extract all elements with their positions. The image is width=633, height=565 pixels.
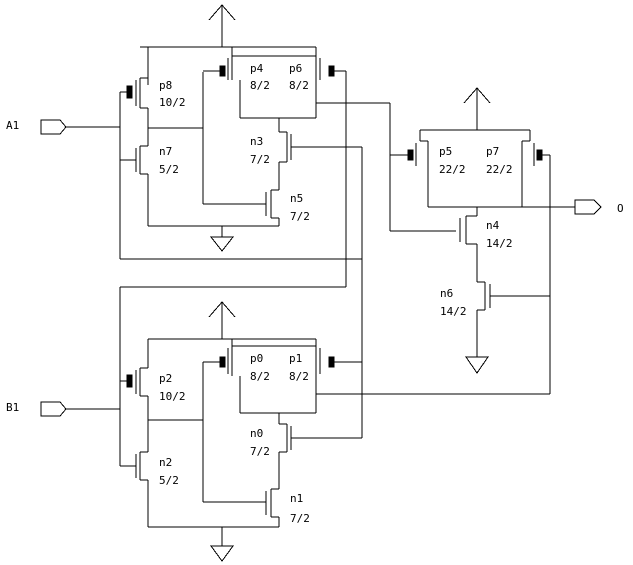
- transistor-n5: [203, 184, 280, 226]
- pin-label-o: O: [617, 202, 624, 215]
- label-p7-name: p7: [486, 145, 499, 158]
- label-p8-name: p8: [159, 79, 172, 92]
- vdd-arrow-icon: [463, 87, 491, 130]
- vdd-arrow-icon: [208, 4, 236, 47]
- label-n3-name: n3: [250, 135, 263, 148]
- label-n6-name: n6: [440, 287, 453, 300]
- label-p0-name: p0: [250, 352, 263, 365]
- transistor-n0: [278, 413, 362, 481]
- label-n4-size: 14/2: [486, 237, 513, 250]
- input-pin-a1: [40, 119, 67, 135]
- output-stage: O p5 22/2 p7 22/2 n4 14/2 n6 14/2: [390, 87, 624, 394]
- label-n0-size: 7/2: [250, 445, 270, 458]
- ground-icon: [465, 356, 489, 374]
- gate-a1: A1 p8 10/2 n7 5/2 p4 8/2 p6 8/2 n3 7/2 n…: [6, 4, 456, 288]
- transistor-p8: [120, 77, 149, 128]
- label-n4-name: n4: [486, 219, 500, 232]
- label-n7-size: 5/2: [159, 163, 179, 176]
- label-n3-size: 7/2: [250, 153, 270, 166]
- label-p1-name: p1: [289, 352, 302, 365]
- transistor-n2: [120, 420, 149, 527]
- label-p8-size: 10/2: [159, 96, 186, 109]
- transistor-n6: [476, 281, 550, 357]
- transistor-n1: [203, 481, 280, 527]
- label-n1-name: n1: [290, 492, 303, 505]
- label-p4-size: 8/2: [250, 79, 270, 92]
- label-n0-name: n0: [250, 427, 263, 440]
- label-n6-size: 14/2: [440, 305, 467, 318]
- vdd-arrow-icon: [208, 301, 236, 339]
- transistor-n4: [459, 207, 478, 282]
- ground-icon: [209, 236, 235, 252]
- pin-label-b1: B1: [6, 401, 19, 414]
- gate-b1: B1 p2 10/2 n2 5/2 p0 8/2 p1 8/2 n0 7/2 n…: [6, 259, 550, 562]
- label-p2-name: p2: [159, 372, 172, 385]
- ground-icon: [210, 545, 234, 562]
- transistor-p0-p1: [203, 339, 362, 414]
- transistor-p2: [120, 367, 149, 420]
- label-n1-size: 7/2: [290, 512, 310, 525]
- label-p1-size: 8/2: [289, 370, 309, 383]
- label-n2-size: 5/2: [159, 474, 179, 487]
- transistor-n7: [120, 128, 149, 226]
- label-n7-name: n7: [159, 145, 172, 158]
- label-p5-name: p5: [439, 145, 452, 158]
- label-n5-name: n5: [290, 192, 303, 205]
- label-n2-name: n2: [159, 456, 172, 469]
- transistor-p4-p6: [203, 47, 346, 119]
- label-p7-size: 22/2: [486, 163, 513, 176]
- label-p2-size: 10/2: [159, 390, 186, 403]
- label-p6-name: p6: [289, 62, 302, 75]
- transistor-n3: [278, 118, 362, 184]
- pin-label-a1: A1: [6, 119, 19, 132]
- label-p4-name: p4: [250, 62, 264, 75]
- output-pin-o: [574, 199, 602, 215]
- label-p6-size: 8/2: [289, 79, 309, 92]
- label-n5-size: 7/2: [290, 210, 310, 223]
- input-pin-b1: [40, 401, 67, 417]
- label-p0-size: 8/2: [250, 370, 270, 383]
- label-p5-size: 22/2: [439, 163, 466, 176]
